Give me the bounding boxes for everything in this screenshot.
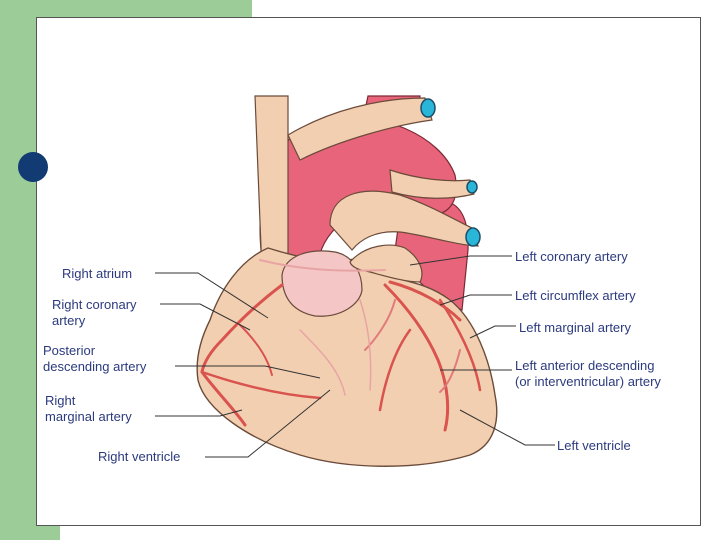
faint-vessel-1 [299, 329, 346, 396]
leader-right-marginal [155, 409, 243, 417]
label-right-ventricle: Right ventricle [98, 449, 181, 464]
faint-vessel-2 [359, 299, 372, 391]
right-atrium-bulge [281, 250, 363, 317]
leader-lines [155, 255, 555, 458]
label-right-coronary-artery-line2: artery [52, 313, 86, 328]
vessel-opening-3 [465, 227, 481, 247]
label-right-atrium: Right atrium [62, 266, 133, 281]
leader-left-ventricle [459, 409, 555, 446]
leader-right-coronary [160, 303, 251, 331]
label-left-anterior-descending-line1: Left anterior descending [515, 358, 655, 373]
label-left-marginal-artery: Left marginal artery [519, 320, 631, 335]
leader-posterior-descending [175, 365, 321, 379]
coronary-vessels [200, 259, 482, 432]
rca-branch [239, 324, 273, 376]
label-left-ventricle: Left ventricle [557, 438, 631, 453]
lad-diagonal-branch [378, 328, 412, 412]
great-vessels [254, 95, 481, 311]
lad-branch-2 [364, 299, 396, 351]
label-posterior-descending-line1: Posterior [43, 343, 96, 358]
label-left-circumflex-artery: Left circumflex artery [515, 288, 636, 303]
leader-right-atrium [155, 272, 269, 319]
left-anterior-descending-vessel [383, 283, 450, 432]
label-left-anterior-descending-line2: (or interventricular) artery [515, 374, 661, 389]
leader-left-marginal [469, 325, 516, 339]
leader-left-circumflex [439, 294, 512, 306]
label-right-marginal-line2: marginal artery [45, 409, 132, 424]
left-subclavian-artery [389, 169, 475, 199]
left-marginal-vessel [438, 298, 482, 392]
label-posterior-descending-line2: descending artery [43, 359, 147, 374]
leader-right-ventricle [205, 389, 331, 458]
superior-vena-cava [254, 95, 289, 273]
faint-vessel-3 [259, 259, 386, 272]
posterior-descending-vessel [200, 370, 322, 400]
label-left-coronary-artery: Left coronary artery [515, 249, 628, 264]
right-coronary-artery-vessel [200, 283, 284, 374]
right-marginal-vessel [200, 370, 247, 427]
lcx-branch-2 [439, 349, 461, 393]
label-right-coronary-artery-line1: Right coronary [52, 297, 137, 312]
leader-left-coronary [409, 255, 512, 266]
slide-accent-bar-top [0, 0, 252, 17]
bullet-dot [18, 152, 48, 182]
label-right-marginal-line1: Right [45, 393, 76, 408]
vessel-opening-1 [420, 98, 436, 118]
vessel-opening-2 [466, 180, 478, 194]
left-circumflex-vessel [388, 280, 462, 322]
